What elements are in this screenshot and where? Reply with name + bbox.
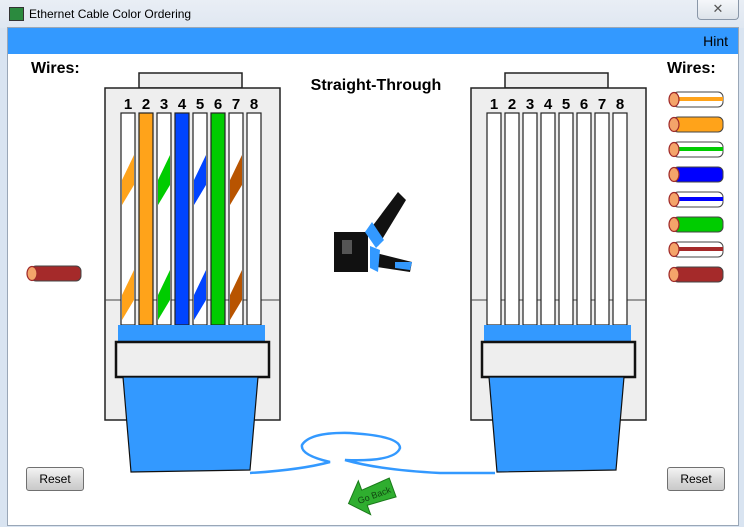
- wire-slot-8[interactable]: [246, 112, 262, 326]
- window-title: Ethernet Cable Color Ordering: [29, 7, 192, 21]
- palette-wire-2[interactable]: [668, 116, 724, 133]
- palette-wire-7[interactable]: [668, 241, 724, 258]
- pin-number: 5: [562, 96, 570, 113]
- menu-bar: Hint: [8, 28, 738, 54]
- wire-slot-4[interactable]: [540, 112, 556, 326]
- pin-number: 4: [544, 96, 553, 113]
- pin-number: 2: [508, 96, 516, 113]
- palette-wire-1[interactable]: [668, 91, 724, 108]
- wire-slot-8[interactable]: [612, 112, 628, 326]
- loose-wire[interactable]: [26, 265, 82, 282]
- app-icon: [9, 7, 24, 21]
- go-back-button[interactable]: Go Back: [342, 471, 398, 521]
- pin-number: 7: [598, 96, 606, 113]
- wire-slot-2[interactable]: [138, 112, 154, 326]
- palette-wire-4[interactable]: [668, 166, 724, 183]
- mode-title: Straight-Through: [311, 77, 442, 94]
- pin-number: 1: [490, 96, 498, 113]
- pin-number: 5: [196, 96, 204, 113]
- pin-number: 7: [232, 96, 240, 113]
- wire-slot-2[interactable]: [504, 112, 520, 326]
- close-button[interactable]: ✕: [697, 0, 739, 20]
- strain-relief: [114, 340, 271, 379]
- cable-boot: [488, 376, 625, 473]
- pin-number: 8: [250, 96, 258, 113]
- hint-menu[interactable]: Hint: [703, 33, 728, 49]
- cable-boot: [122, 376, 259, 473]
- right-reset-button[interactable]: Reset: [667, 467, 725, 491]
- pin-number: 8: [616, 96, 624, 113]
- pin-number: 4: [178, 96, 187, 113]
- palette-wire-5[interactable]: [668, 191, 724, 208]
- crimp-tool-icon[interactable]: [334, 192, 412, 272]
- wire-slot-6[interactable]: [210, 112, 226, 326]
- connector-tab: [138, 72, 243, 89]
- palette-wire-8[interactable]: [668, 266, 724, 283]
- wire-slot-1[interactable]: [120, 112, 136, 326]
- left-reset-button[interactable]: Reset: [26, 467, 84, 491]
- wire-slot-5[interactable]: [192, 112, 208, 326]
- wire-slot-5[interactable]: [558, 112, 574, 326]
- wire-slot-3[interactable]: [522, 112, 538, 326]
- wire-slot-4[interactable]: [174, 112, 190, 326]
- title-bar: Ethernet Cable Color Ordering ✕: [0, 0, 744, 28]
- pin-number: 3: [160, 96, 168, 113]
- wire-slot-7[interactable]: [594, 112, 610, 326]
- strain-relief: [480, 340, 637, 379]
- pin-number: 3: [526, 96, 534, 113]
- wire-slot-3[interactable]: [156, 112, 172, 326]
- pin-number: 6: [214, 96, 222, 113]
- wire-slot-1[interactable]: [486, 112, 502, 326]
- pin-number: 6: [580, 96, 588, 113]
- cable-loop: [249, 431, 495, 475]
- wire-slot-7[interactable]: [228, 112, 244, 326]
- palette-wire-6[interactable]: [668, 216, 724, 233]
- connector-tab: [504, 72, 609, 89]
- wire-slot-6[interactable]: [576, 112, 592, 326]
- pin-number: 1: [124, 96, 132, 113]
- right-wires-label: Wires:: [667, 60, 716, 77]
- left-wires-label: Wires:: [31, 60, 80, 77]
- pin-number: 2: [142, 96, 150, 113]
- palette-wire-3[interactable]: [668, 141, 724, 158]
